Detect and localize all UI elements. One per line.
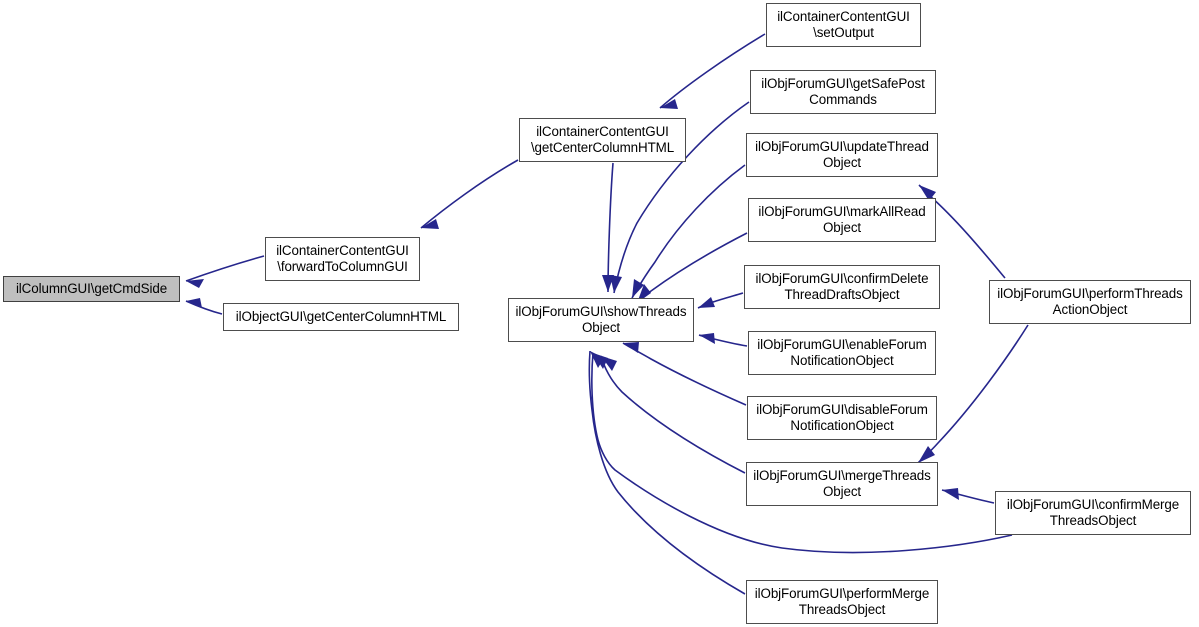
graph-node-confirmDeleteThreadDraftsObject[interactable]: ilObjForumGUI\confirmDelete ThreadDrafts… [744,265,940,309]
graph-node-markAllReadObject[interactable]: ilObjForumGUI\markAllRead Object [748,198,936,242]
graph-node-label: ilObjForumGUI\getSafePost Commands [761,75,925,108]
graph-node-label: ilObjForumGUI\confirmMerge ThreadsObject [1006,496,1180,529]
graph-edge-arrowhead [623,342,639,353]
graph-edge-arrowhead [942,488,959,500]
graph-node-label: ilObjForumGUI\disableForum NotificationO… [756,401,928,434]
graph-node-label: ilObjForumGUI\performMerge ThreadsObject [754,585,930,618]
graph-node-showThreadsObject[interactable]: ilObjForumGUI\showThreads Object [508,298,694,342]
graph-edge [185,255,265,282]
graph-edge [591,352,1013,554]
graph-edge [622,342,747,406]
graph-edge [613,101,750,294]
graph-node-getCmdSide[interactable]: ilColumnGUI\getCmdSide [3,276,180,302]
graph-edge-arrowhead [610,275,622,293]
graph-edge [588,350,746,595]
graph-edge-arrowhead [699,333,715,344]
graph-node-getCenterColumnHTML_container[interactable]: ilContainerContentGUI \getCenterColumnHT… [519,118,686,162]
graph-node-updateThreadObject[interactable]: ilObjForumGUI\updateThread Object [746,133,938,177]
graph-node-performMergeThreadsObject[interactable]: ilObjForumGUI\performMerge ThreadsObject [746,580,938,624]
graph-node-label: ilContainerContentGUI \getCenterColumnHT… [530,123,675,156]
graph-edge [631,164,746,299]
graph-edge [600,355,746,474]
graph-node-label: ilObjForumGUI\performThreads ActionObjec… [997,285,1183,318]
graph-edge-arrowhead [186,279,204,288]
graph-edge-arrowhead [660,99,678,109]
graph-node-label: ilObjectGUI\getCenterColumnHTML [235,308,447,324]
graph-edge [607,162,614,293]
graph-node-label: ilObjForumGUI\enableForum NotificationOb… [757,336,927,369]
graph-node-getSafePostCommands[interactable]: ilObjForumGUI\getSafePost Commands [750,70,936,114]
graph-node-forwardToColumnGUI[interactable]: ilContainerContentGUI \forwardToColumnGU… [265,237,420,281]
graph-edge-arrowhead [919,185,936,201]
graph-edge-arrowhead [698,297,715,308]
graph-edge-arrowhead [593,353,608,369]
graph-node-getCenterColumnHTML_object[interactable]: ilObjectGUI\getCenterColumnHTML [223,303,459,331]
graph-node-label: ilObjForumGUI\confirmDelete ThreadDrafts… [755,270,929,303]
graph-edge [420,159,519,229]
graph-node-setOutput[interactable]: ilContainerContentGUI \setOutput [766,3,921,47]
graph-node-performThreadsActionObject[interactable]: ilObjForumGUI\performThreads ActionObjec… [989,280,1191,324]
graph-node-disableForumNotificationObject[interactable]: ilObjForumGUI\disableForum NotificationO… [747,396,937,440]
graph-node-label: ilObjForumGUI\showThreads Object [515,303,687,336]
graph-node-label: ilObjForumGUI\mergeThreads Object [753,467,931,500]
graph-node-mergeThreadsObject[interactable]: ilObjForumGUI\mergeThreads Object [746,462,938,506]
graph-edge-arrowhead [421,219,439,229]
graph-node-enableForumNotificationObject[interactable]: ilObjForumGUI\enableForum NotificationOb… [748,331,936,375]
graph-node-confirmMergeThreadsObject[interactable]: ilObjForumGUI\confirmMerge ThreadsObject [995,491,1191,535]
graph-node-label: ilColumnGUI\getCmdSide [15,280,168,296]
graph-edge-arrowhead [918,446,935,463]
graph-edge-arrowhead [186,298,202,308]
graph-node-label: ilObjForumGUI\markAllRead Object [758,203,926,236]
graph-node-label: ilContainerContentGUI \forwardToColumnGU… [276,242,409,275]
graph-node-label: ilContainerContentGUI \setOutput [777,8,910,41]
graph-node-label: ilObjForumGUI\updateThread Object [755,138,929,171]
graph-edge [636,232,748,304]
graph-edge [659,33,766,109]
graph-edge-arrowhead [632,279,644,298]
